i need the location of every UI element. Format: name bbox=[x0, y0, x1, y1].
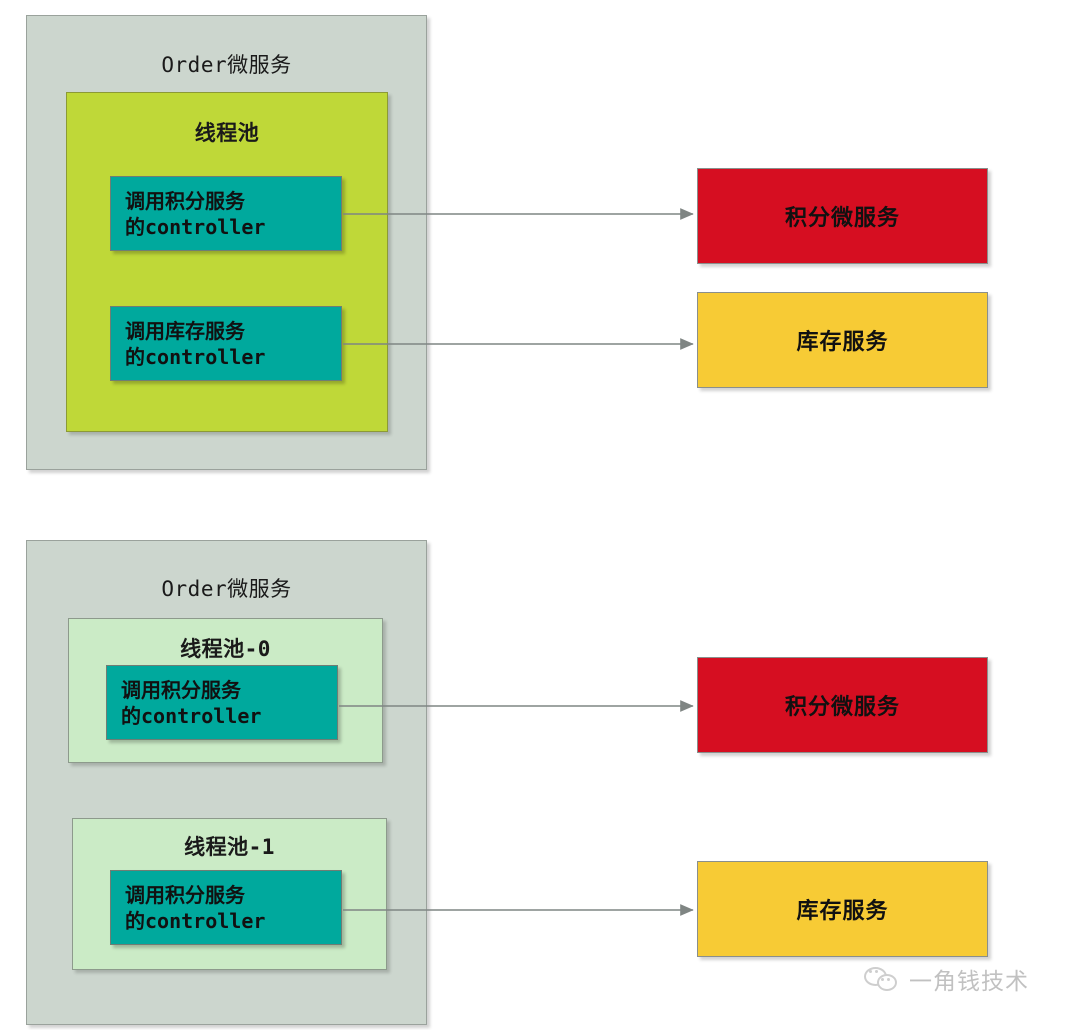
thread-pool-1-title: 线程池-1 bbox=[184, 835, 275, 859]
inventory-service-label: 库存服务 bbox=[796, 899, 889, 924]
controller-line-1: 调用库存服务 bbox=[125, 318, 245, 343]
thread-pool-0-title: 线程池-0 bbox=[180, 637, 271, 661]
controller-box-pool-0[interactable]: 调用积分服务 的controller bbox=[106, 665, 338, 740]
controller-line-2: 的controller bbox=[121, 703, 262, 728]
controller-line-2: 的controller bbox=[125, 908, 266, 933]
order-service-title: Order微服务 bbox=[161, 53, 292, 77]
watermark: 一角钱技术 bbox=[864, 962, 1029, 996]
points-microservice-box-top[interactable]: 积分微服务 bbox=[697, 168, 988, 264]
controller-line-1: 调用积分服务 bbox=[125, 188, 245, 213]
controller-line-1: 调用积分服务 bbox=[121, 677, 241, 702]
inventory-service-label: 库存服务 bbox=[796, 330, 889, 355]
controller-box-points[interactable]: 调用积分服务 的controller bbox=[110, 176, 342, 251]
controller-line-2: 的controller bbox=[125, 344, 266, 369]
controller-box-pool-1[interactable]: 调用积分服务 的controller bbox=[110, 870, 342, 945]
controller-line-2: 的controller bbox=[125, 214, 266, 239]
inventory-service-box-top[interactable]: 库存服务 bbox=[697, 292, 988, 388]
points-microservice-box-bottom[interactable]: 积分微服务 bbox=[697, 657, 988, 753]
thread-pool-title: 线程池 bbox=[194, 121, 260, 145]
wechat-icon bbox=[864, 966, 902, 992]
points-microservice-label: 积分微服务 bbox=[784, 206, 900, 231]
points-microservice-label: 积分微服务 bbox=[784, 695, 900, 720]
thread-pool-single: 线程池 bbox=[66, 92, 388, 432]
controller-line-1: 调用积分服务 bbox=[125, 882, 245, 907]
watermark-text: 一角钱技术 bbox=[909, 969, 1029, 995]
order-service-title: Order微服务 bbox=[161, 577, 292, 601]
controller-box-inventory[interactable]: 调用库存服务 的controller bbox=[110, 306, 342, 381]
inventory-service-box-bottom[interactable]: 库存服务 bbox=[697, 861, 988, 957]
